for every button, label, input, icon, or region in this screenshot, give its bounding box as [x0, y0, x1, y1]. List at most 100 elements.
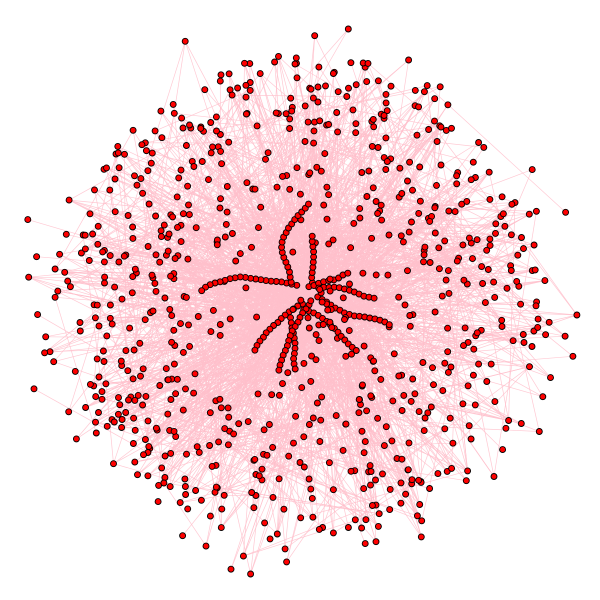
graph-node [505, 417, 513, 424]
graph-node [360, 342, 368, 350]
graph-node [534, 315, 542, 323]
graph-node [349, 106, 357, 114]
graph-edge [304, 141, 536, 271]
graph-node [242, 284, 250, 292]
graph-node [478, 263, 486, 271]
graph-node [402, 490, 410, 498]
graph-node [62, 230, 70, 238]
graph-node [346, 280, 353, 288]
graph-edge [95, 421, 257, 475]
graph-node [473, 236, 481, 244]
graph-node [185, 201, 192, 209]
graph-node [130, 346, 138, 354]
graph-edge [240, 246, 282, 254]
graph-node [426, 217, 434, 225]
graph-node [363, 407, 371, 415]
graph-node [139, 189, 147, 197]
graph-node [480, 143, 488, 151]
graph-edge [412, 190, 469, 386]
graph-node [400, 391, 408, 399]
graph-node [386, 506, 394, 514]
graph-node [286, 115, 294, 123]
graph-node [265, 421, 273, 428]
graph-edge [147, 281, 277, 453]
graph-node [85, 257, 93, 264]
graph-edge [98, 325, 146, 440]
graph-node [382, 423, 390, 431]
graph-node [168, 312, 176, 320]
graph-node [342, 420, 350, 428]
graph-edge [349, 172, 458, 291]
graph-edge [205, 111, 293, 547]
graph-node [182, 293, 190, 301]
graph-node [218, 505, 226, 513]
graph-node [431, 95, 439, 103]
graph-node [514, 251, 522, 259]
graph-node [483, 378, 491, 385]
graph-node [507, 231, 515, 239]
graph-node [273, 183, 281, 191]
graph-node [321, 150, 329, 158]
graph-node [435, 244, 443, 252]
graph-node [547, 374, 554, 382]
graph-node [344, 524, 352, 531]
graph-edge [130, 396, 278, 535]
graph-node [471, 401, 479, 409]
graph-node [374, 210, 382, 217]
graph-node [114, 142, 122, 150]
graph-node [251, 185, 259, 193]
graph-node [101, 273, 109, 281]
graph-node [291, 365, 299, 373]
graph-node [197, 124, 205, 132]
graph-node [526, 363, 533, 371]
graph-node [161, 294, 169, 302]
graph-node [324, 306, 332, 314]
graph-node [345, 327, 353, 335]
graph-node [279, 172, 286, 180]
graph-node [258, 465, 266, 473]
graph-node [129, 375, 137, 383]
graph-node [242, 81, 250, 89]
graph-node [30, 385, 38, 393]
graph-node [310, 139, 318, 147]
graph-node [292, 54, 300, 62]
graph-edge [121, 297, 495, 428]
graph-node [325, 121, 333, 128]
graph-node [451, 208, 459, 216]
graph-node [467, 435, 475, 443]
graph-node [116, 401, 124, 409]
graph-node [519, 331, 527, 338]
graph-node [142, 392, 150, 400]
graph-node [439, 387, 447, 395]
graph-node [137, 372, 144, 380]
graph-edge [276, 91, 425, 282]
graph-edge [226, 203, 462, 225]
graph-node [539, 393, 547, 401]
graph-edge [163, 224, 221, 400]
graph-edge [170, 314, 578, 454]
graph-node [517, 300, 525, 308]
graph-edge [166, 225, 506, 369]
graph-node [262, 155, 269, 163]
graph-node [309, 513, 317, 521]
graph-edge [231, 94, 502, 321]
graph-edge [115, 153, 151, 449]
graph-node [95, 409, 102, 416]
graph-node [65, 196, 73, 204]
graph-node [216, 395, 224, 403]
graph-edge [273, 325, 373, 506]
graph-edge [313, 142, 388, 162]
graph-edge [254, 189, 294, 334]
graph-node [25, 273, 33, 281]
graph-edge [114, 287, 151, 449]
graph-edge [308, 203, 430, 222]
graph-node [216, 204, 224, 212]
graph-node [305, 475, 313, 483]
graph-edge [175, 309, 341, 437]
graph-node [360, 485, 368, 493]
graph-node [92, 429, 100, 437]
graph-node [433, 181, 440, 189]
graph-node [351, 516, 359, 524]
graph-node [420, 251, 428, 259]
graph-edge [355, 84, 514, 341]
